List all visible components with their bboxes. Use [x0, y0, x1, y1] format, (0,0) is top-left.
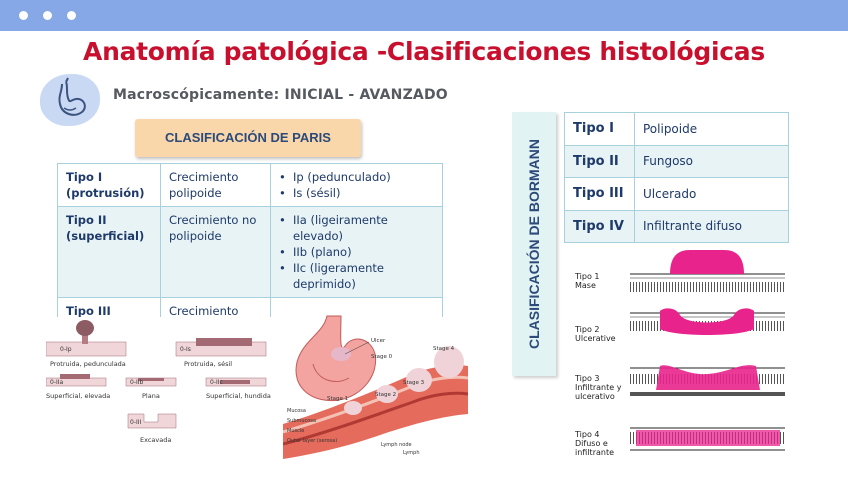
bormann-label-panel: CLASIFICACIÓN DE BORMANN [512, 112, 556, 376]
stomach-label: Stage 2 [375, 392, 396, 398]
paris-tipo-cell: Tipo II (superficial) [57, 206, 161, 298]
paris-items-cell: IIa (ligeiramente elevado) IIb (plano) I… [270, 206, 443, 298]
bormann-label: CLASIFICACIÓN DE BORMANN [526, 139, 542, 349]
bormann-figure-name: Infiltrante y ulcerativo [575, 383, 622, 401]
bormann-figure-label: Tipo 4 Difuso e infiltrante [575, 430, 635, 457]
paris-caption-label: Superficial, hundida [206, 392, 271, 400]
paris-code-label: 0-III [130, 419, 142, 426]
list-item: Is (sésil) [279, 185, 434, 201]
paris-items-cell: Ip (pedunculado) Is (sésil) [270, 163, 443, 207]
window-titlebar [0, 0, 848, 31]
bormann-table: Tipo I Polipoide Tipo II Fungoso Tipo II… [564, 112, 789, 243]
paris-code-label: 0-IIa [50, 379, 64, 386]
paris-table: Tipo I (protrusión) Crecimiento polipoid… [57, 163, 443, 325]
stomach-label: Ulcer [371, 338, 386, 344]
paris-shape-iib [125, 377, 177, 387]
stomach-label: Lymph node [381, 442, 412, 448]
macro-subtitle: Macroscópicamente: INICIAL - AVANZADO [113, 87, 448, 103]
stomach-label: Mucosa [287, 408, 306, 414]
list-item: Ip (pedunculado) [279, 169, 434, 185]
bormann-figure-label: Tipo 3 Infiltrante y ulcerativo [575, 374, 635, 401]
paris-shape-iia [46, 374, 107, 387]
paris-shape-iii [127, 413, 177, 429]
stomach-icon-badge [40, 74, 100, 126]
paris-code-label: 0-Ip [60, 346, 72, 353]
bormann-figure-type3 [630, 365, 785, 396]
bormann-figure-name: Mase [575, 281, 596, 290]
bormann-desc-cell: Infiltrante difuso [634, 209, 789, 243]
bormann-figure-label: Tipo 2 Ulcerative [575, 325, 635, 343]
stomach-label: Muscle [287, 428, 304, 434]
stomach-label: Stage 4 [433, 346, 455, 352]
stomach-staging-figure: Ulcer Stage 0 Stage 1 Stage 2 Stage 3 St… [283, 315, 468, 459]
bormann-figure-type: Tipo 1 [575, 272, 600, 281]
window-dot-3-icon[interactable] [67, 11, 76, 20]
bormann-tipo-cell: Tipo II [564, 144, 635, 178]
bormann-tipo-cell: Tipo I [564, 112, 635, 146]
paris-tipo-cell: Tipo I (protrusión) [57, 163, 161, 207]
bormann-desc-cell: Polipoide [634, 112, 789, 146]
paris-shape-is [175, 338, 267, 357]
paris-caption-label: Protruida, pedunculada [50, 360, 126, 368]
bormann-figure-name: Difuso e infiltrante [575, 439, 615, 457]
table-row: Tipo I Polipoide [564, 112, 789, 146]
paris-shape-iic [205, 377, 267, 387]
paris-heading: CLASIFICACIÓN DE PARIS [135, 119, 361, 157]
paris-code-label: 0-IIb [130, 379, 144, 386]
window-dot-1-icon[interactable] [19, 11, 28, 20]
bormann-figure-type: Tipo 3 [575, 374, 600, 383]
table-row: Tipo II Fungoso [564, 144, 789, 178]
paris-shape-ip [46, 320, 127, 357]
window-dot-2-icon[interactable] [43, 11, 52, 20]
list-item: IIc (ligeramente deprimido) [279, 260, 434, 292]
stomach-icon [58, 77, 86, 116]
paris-desc-cell: Crecimiento polipoide [160, 163, 271, 207]
paris-diagram: 0-Ip Protruida, pedunculada 0-Is Protrui… [46, 320, 271, 444]
page-title: Anatomía patológica -Clasificaciones his… [83, 37, 765, 66]
stomach-label: Stage 0 [371, 354, 393, 360]
bormann-desc-cell: Fungoso [634, 144, 789, 178]
stomach-label: Submucosa [287, 418, 316, 424]
bormann-figure-type2 [630, 308, 785, 335]
table-row: Tipo II (superficial) Crecimiento no pol… [57, 206, 443, 298]
paris-caption-label: Plana [142, 392, 160, 400]
table-row: Tipo I (protrusión) Crecimiento polipoid… [57, 163, 443, 207]
table-row: Tipo III Ulcerado [564, 177, 789, 211]
bormann-figure-type4 [630, 427, 785, 451]
list-item: IIa (ligeiramente elevado) [279, 212, 434, 244]
stomach-label: Lymph [403, 450, 420, 456]
bormann-figure-label: Tipo 1 Mase [575, 272, 635, 290]
paris-desc-cell: Crecimiento no polipoide [160, 206, 271, 298]
paris-code-label: 0-Is [180, 346, 191, 353]
bormann-figure-name: Ulcerative [575, 334, 616, 343]
list-item: IIb (plano) [279, 244, 434, 260]
table-row: Tipo IV Infiltrante difuso [564, 209, 789, 243]
paris-code-label: 0-IIc [210, 379, 223, 386]
paris-caption-label: Superficial, elevada [46, 392, 110, 400]
bormann-desc-cell: Ulcerado [634, 177, 789, 211]
paris-caption-label: Excavada [140, 436, 171, 444]
bormann-figure-type1 [630, 250, 785, 292]
bormann-tipo-cell: Tipo III [564, 177, 635, 211]
stomach-label: Stage 3 [403, 380, 425, 386]
bormann-tipo-cell: Tipo IV [564, 209, 635, 243]
stomach-label: Outer layer (serosa) [287, 438, 337, 444]
paris-caption-label: Protruida, sésil [184, 360, 232, 368]
bormann-figure-type: Tipo 2 [575, 325, 600, 334]
stomach-label: Stage 1 [327, 396, 348, 402]
bormann-figure-type: Tipo 4 [575, 430, 600, 439]
